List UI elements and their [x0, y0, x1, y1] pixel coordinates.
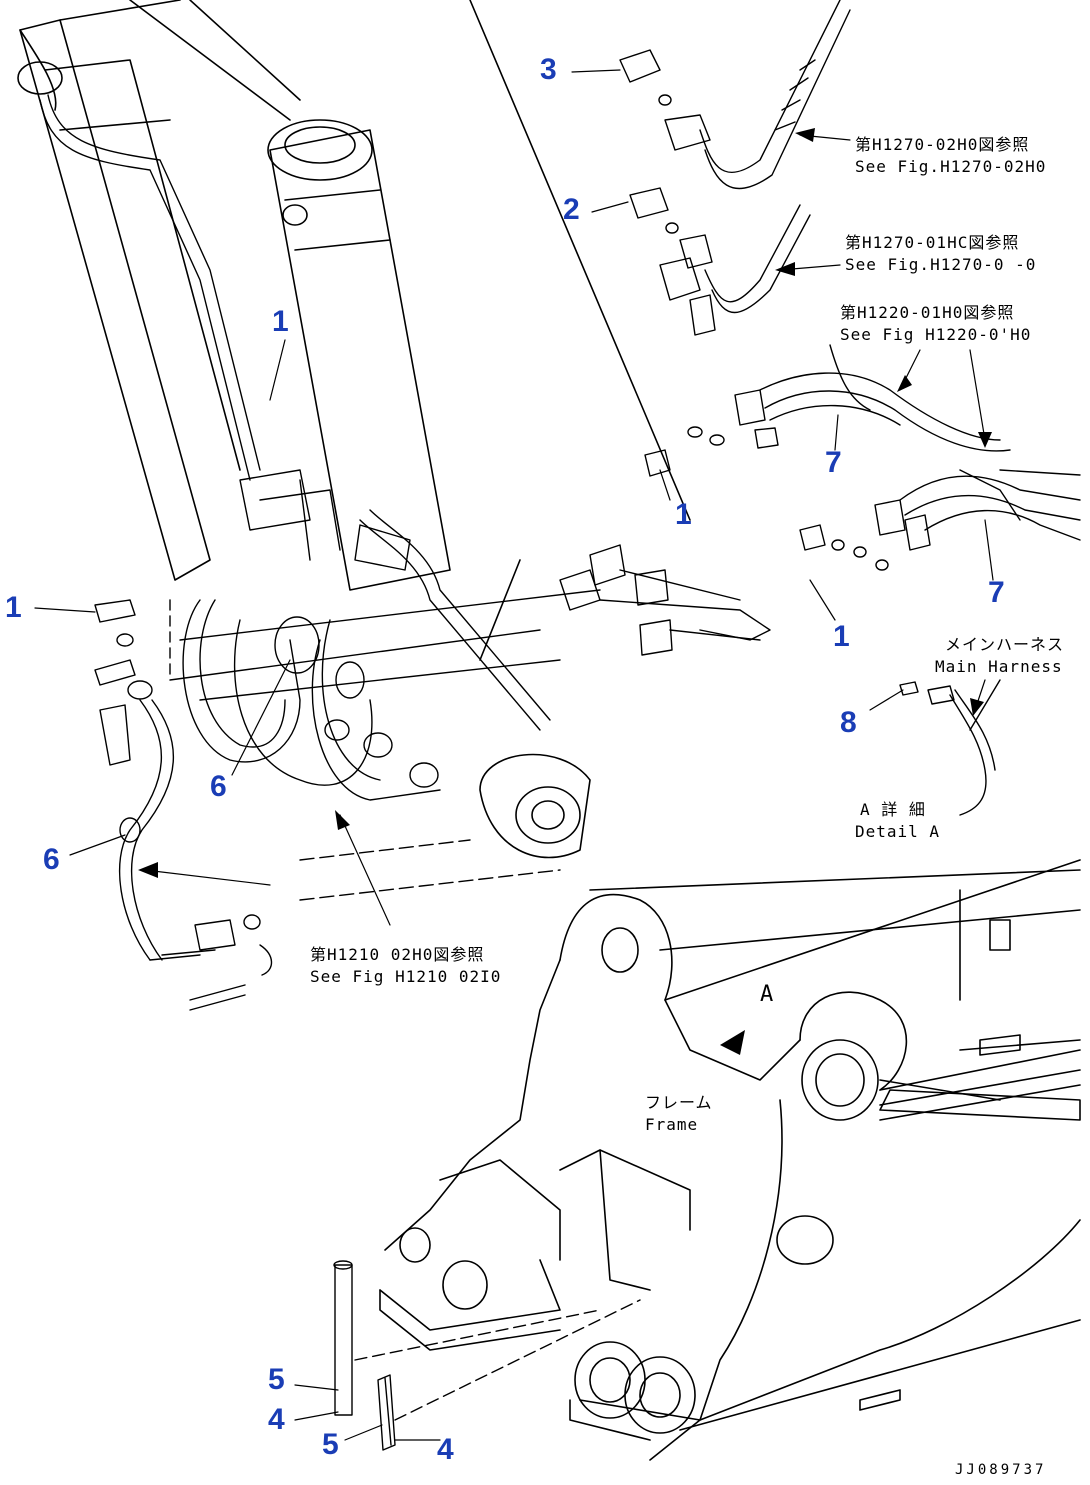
harness-detail-a: [899, 679, 1001, 816]
callout-5-right: 5: [322, 1428, 339, 1461]
arrow-heads: [138, 128, 992, 1055]
callout-1-right: 1: [833, 620, 850, 653]
callout-4-left: 4: [268, 1403, 285, 1436]
ref-note-h1270-02h0-en: See Fig.H1270-02H0: [855, 157, 1047, 176]
detail-a-label-jp: A 詳 細: [860, 800, 926, 819]
callout-1-center: 1: [675, 498, 692, 531]
callout-4-right: 4: [437, 1433, 454, 1466]
ref-note-h1270-02h0-jp: 第H1270-02H0図参照: [855, 135, 1030, 154]
detail-a-label-en: Detail A: [855, 822, 941, 841]
ref-note-h1270-01hc-jp: 第H1270-01HC図参照: [845, 233, 1020, 252]
hoses-upper-right: [619, 0, 851, 336]
boom-body: [59, 0, 691, 859]
main-harness-label-en: Main Harness: [935, 657, 1063, 676]
callout-3: 3: [540, 53, 557, 86]
ref-note-h1210-02h0-en: See Fig H1210 02I0: [310, 967, 502, 986]
hose-bundle-7: [644, 344, 1081, 571]
boom-cylinder-left: [17, 19, 241, 581]
frame-label-jp: フレーム: [645, 1093, 713, 1112]
piping-center: [169, 544, 771, 901]
piping-left: [39, 94, 551, 801]
view-a-label: A: [760, 982, 775, 1007]
callout-2: 2: [563, 193, 580, 226]
leader-lines: [34, 69, 994, 1441]
callout-5-left: 5: [268, 1363, 285, 1396]
callout-7-lower: 7: [988, 576, 1005, 609]
callout-6-center: 6: [210, 770, 227, 803]
callout-7-upper: 7: [825, 446, 842, 479]
callout-8: 8: [840, 706, 857, 739]
callout-6-left: 6: [43, 843, 60, 876]
drawing-number: JJ089737: [955, 1462, 1047, 1478]
boom-cylinder-center: [129, 0, 451, 591]
frame: [379, 859, 1081, 1461]
callout-1-upper: 1: [272, 305, 289, 338]
frame-label-en: Frame: [645, 1115, 699, 1134]
main-harness-label-jp: メインハーネス: [945, 635, 1065, 654]
pins: [333, 1260, 641, 1451]
callout-1-left: 1: [5, 591, 22, 624]
ref-note-h1210-02h0-jp: 第H1210 02H0図参照: [310, 945, 485, 964]
ref-note-h1270-01hc-en: See Fig.H1270-0 -0: [845, 255, 1037, 274]
exploded-hose-left: [94, 599, 273, 1011]
ref-note-h1220-01h0-en: See Fig H1220-0'H0: [840, 325, 1032, 344]
ref-note-h1220-01h0-jp: 第H1220-01H0図参照: [840, 303, 1015, 322]
